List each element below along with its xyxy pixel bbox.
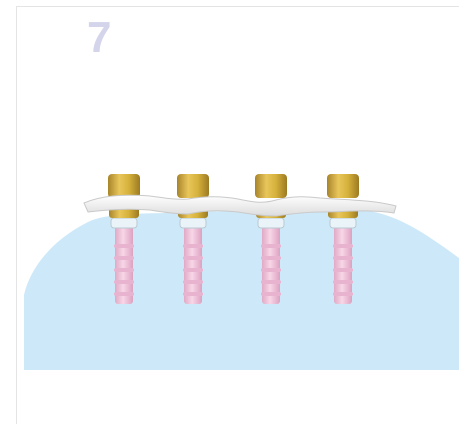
implant-thread bbox=[183, 268, 203, 272]
implant-thread bbox=[183, 292, 203, 296]
implant-thread bbox=[261, 268, 281, 272]
implant-thread bbox=[333, 280, 353, 284]
implant-thread bbox=[261, 280, 281, 284]
implant-thread bbox=[333, 292, 353, 296]
implant-collar bbox=[180, 218, 206, 228]
implant-thread bbox=[261, 244, 281, 248]
abutment-top bbox=[327, 174, 359, 198]
implant-thread bbox=[333, 256, 353, 260]
implant-collar bbox=[330, 218, 356, 228]
implant-thread bbox=[114, 256, 134, 260]
implant-thread bbox=[183, 244, 203, 248]
implant-thread bbox=[333, 268, 353, 272]
abutment-top bbox=[255, 174, 287, 198]
implant-thread bbox=[183, 256, 203, 260]
implant-thread bbox=[183, 280, 203, 284]
implant-thread bbox=[261, 256, 281, 260]
implant-collar bbox=[111, 218, 137, 228]
abutment-top bbox=[108, 174, 140, 198]
implant-thread bbox=[261, 292, 281, 296]
implant-thread bbox=[114, 244, 134, 248]
implant-collar bbox=[258, 218, 284, 228]
implant-thread bbox=[114, 268, 134, 272]
abutment-top bbox=[177, 174, 209, 198]
implant-thread bbox=[333, 244, 353, 248]
gum-tissue bbox=[24, 210, 459, 370]
implant-thread bbox=[114, 280, 134, 284]
implant-thread bbox=[114, 292, 134, 296]
